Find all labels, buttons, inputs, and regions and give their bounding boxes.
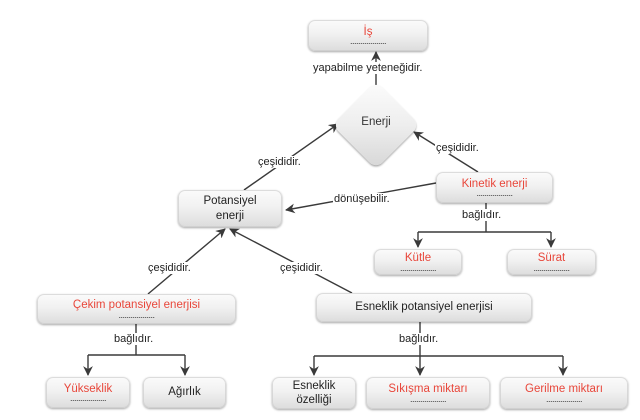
- link-esneklik-potansiyel: [229, 228, 353, 294]
- node-gerilme-label: Gerilme miktarı: [525, 383, 603, 396]
- link-label-bagli-cekim: bağlıdır.: [113, 333, 155, 345]
- node-esneklik-ozelligi-line1: Esneklik: [292, 379, 336, 392]
- node-gerilme-blank[interactable]: ..................: [545, 393, 583, 404]
- node-is-label: İş: [363, 25, 373, 38]
- node-is: İş ..................: [308, 20, 428, 51]
- node-esneklik: Esneklik potansiyel enerjisi: [316, 293, 532, 322]
- node-surat-blank[interactable]: ..................: [533, 262, 570, 273]
- node-cekim: Çekim potansiyel enerjisi ..............…: [37, 294, 236, 324]
- node-potansiyel-line2: enerji: [215, 209, 245, 222]
- link-label-cesididir-potansiyel: çeşididir.: [257, 156, 302, 168]
- node-yukseklik: Yükseklik ..................: [46, 377, 130, 408]
- node-esneklik-ozelligi: Esneklik özelliği: [272, 377, 356, 409]
- node-yukseklik-blank[interactable]: ..................: [69, 393, 107, 404]
- node-is-blank[interactable]: ..................: [349, 36, 387, 47]
- link-label-cesididir-cekim: çeşididir.: [147, 262, 192, 274]
- node-potansiyel: Potansiyel enerji: [178, 190, 282, 227]
- node-agirlik-label: Ağırlık: [168, 386, 201, 399]
- node-potansiyel-line1: Potansiyel: [203, 195, 257, 208]
- node-kutle-blank[interactable]: ..................: [399, 262, 437, 273]
- node-sikisma-label: Sıkışma miktarı: [388, 383, 468, 396]
- link-label-bagli-esneklik: bağlıdır.: [398, 333, 440, 345]
- node-cekim-label: Çekim potansiyel enerjisi: [72, 299, 201, 312]
- link-label-donusebilir: dönüşebilir.: [333, 193, 391, 205]
- link-label-yapabilme: yapabilme yeteneğidir.: [312, 62, 424, 74]
- node-esneklik-label: Esneklik potansiyel enerjisi: [355, 301, 493, 314]
- node-sikisma: Sıkışma miktarı ..................: [366, 377, 490, 409]
- node-surat-label: Sürat: [537, 252, 566, 265]
- node-kinetik-blank[interactable]: ..................: [476, 188, 513, 199]
- node-esneklik-ozelligi-line2: özelliği: [296, 394, 332, 406]
- node-kinetik: Kinetik enerji ..................: [436, 172, 553, 203]
- node-gerilme: Gerilme miktarı ..................: [500, 377, 628, 409]
- node-yukseklik-label: Yükseklik: [63, 382, 113, 395]
- node-kinetik-label: Kinetik enerji: [461, 177, 528, 190]
- node-sikisma-blank[interactable]: ..................: [409, 393, 447, 404]
- link-label-bagli-kinetik: bağlıdır.: [461, 209, 503, 221]
- node-kutle: Kütle ..................: [374, 249, 462, 275]
- node-surat: Sürat ..................: [507, 249, 596, 275]
- node-kutle-label: Kütle: [404, 252, 432, 265]
- link-label-cesididir-kinetik: çeşididir.: [435, 142, 480, 154]
- node-enerji-label: Enerji: [361, 116, 391, 128]
- node-cekim-blank[interactable]: ..................: [118, 309, 155, 320]
- node-agirlik: Ağırlık: [143, 377, 226, 408]
- link-label-cesididir-esneklik: çeşididir.: [279, 262, 324, 274]
- link-cekim-potansiyel: [147, 228, 226, 295]
